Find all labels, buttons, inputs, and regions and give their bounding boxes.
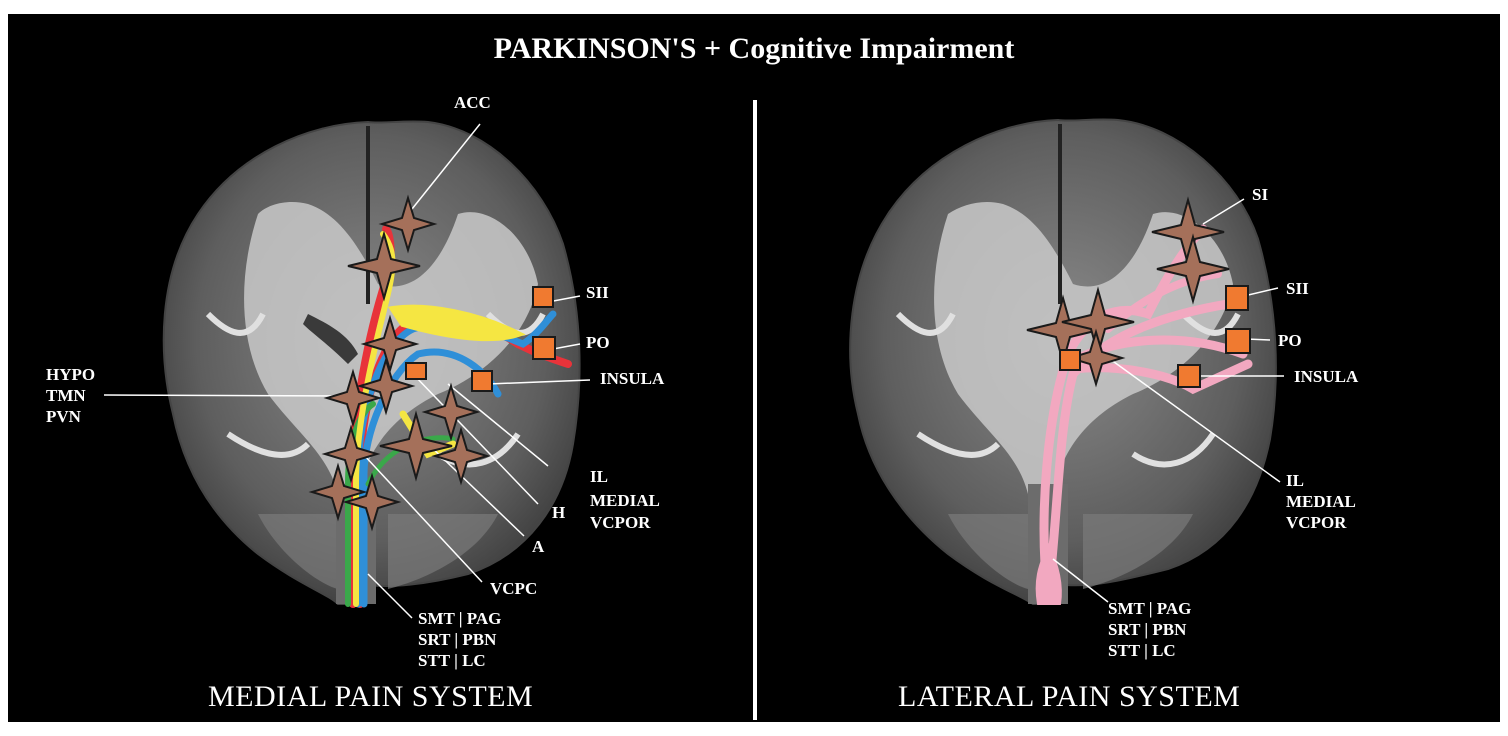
medial-squares xyxy=(405,286,556,392)
label-insula-lat: INSULA xyxy=(1294,367,1359,386)
thalamus-square xyxy=(405,362,427,380)
sii-square-lat xyxy=(1225,285,1249,311)
thalamus-square-lat xyxy=(1059,349,1081,371)
label-il-lat: IL xyxy=(1286,471,1304,490)
medial-leader-lines xyxy=(103,123,591,619)
label-smt-pag: SMT | PAG xyxy=(418,609,502,628)
po-square xyxy=(532,336,556,360)
label-vcpc: VCPC xyxy=(490,579,538,598)
label-vcpor-lat: VCPOR xyxy=(1286,513,1347,532)
label-a: A xyxy=(532,537,545,556)
medial-section-title: MEDIAL PAIN SYSTEM xyxy=(208,680,534,713)
label-stt-lc-lat: STT | LC xyxy=(1108,641,1176,660)
figure-title: PARKINSON'S + Cognitive Impairment xyxy=(493,32,1015,65)
label-tmn: TMN xyxy=(46,386,86,405)
label-smt-pag-lat: SMT | PAG xyxy=(1108,599,1192,618)
label-si-lat: SI xyxy=(1252,185,1269,204)
lateral-section-title: LATERAL PAIN SYSTEM xyxy=(898,680,1241,713)
po-square-lat xyxy=(1225,328,1251,354)
label-sii-lat: SII xyxy=(1286,279,1309,298)
label-srt-pbn-lat: SRT | PBN xyxy=(1108,620,1187,639)
label-acc: ACC xyxy=(454,93,491,112)
label-hypo: HYPO xyxy=(46,365,96,384)
figure-frame: PARKINSON'S + Cognitive Impairment ACC S… xyxy=(8,14,1500,722)
label-medial: MEDIAL xyxy=(590,491,660,510)
label-po-lat: PO xyxy=(1278,331,1302,350)
panel-divider xyxy=(753,100,757,720)
label-vcpor: VCPOR xyxy=(590,513,651,532)
label-il: IL xyxy=(590,467,608,486)
label-medial-lat: MEDIAL xyxy=(1286,492,1356,511)
label-sii: SII xyxy=(586,283,609,302)
insula-square-lat xyxy=(1177,364,1201,388)
label-stt-lc: STT | LC xyxy=(418,651,486,670)
label-srt-pbn: SRT | PBN xyxy=(418,630,497,649)
label-h: H xyxy=(552,503,566,522)
label-po: PO xyxy=(586,333,610,352)
lateral-squares xyxy=(1059,285,1251,388)
insula-square xyxy=(471,370,493,392)
brain-diagrams xyxy=(103,118,1284,619)
sii-square xyxy=(532,286,554,308)
label-pvn: PVN xyxy=(46,407,81,426)
label-insula: INSULA xyxy=(600,369,665,388)
